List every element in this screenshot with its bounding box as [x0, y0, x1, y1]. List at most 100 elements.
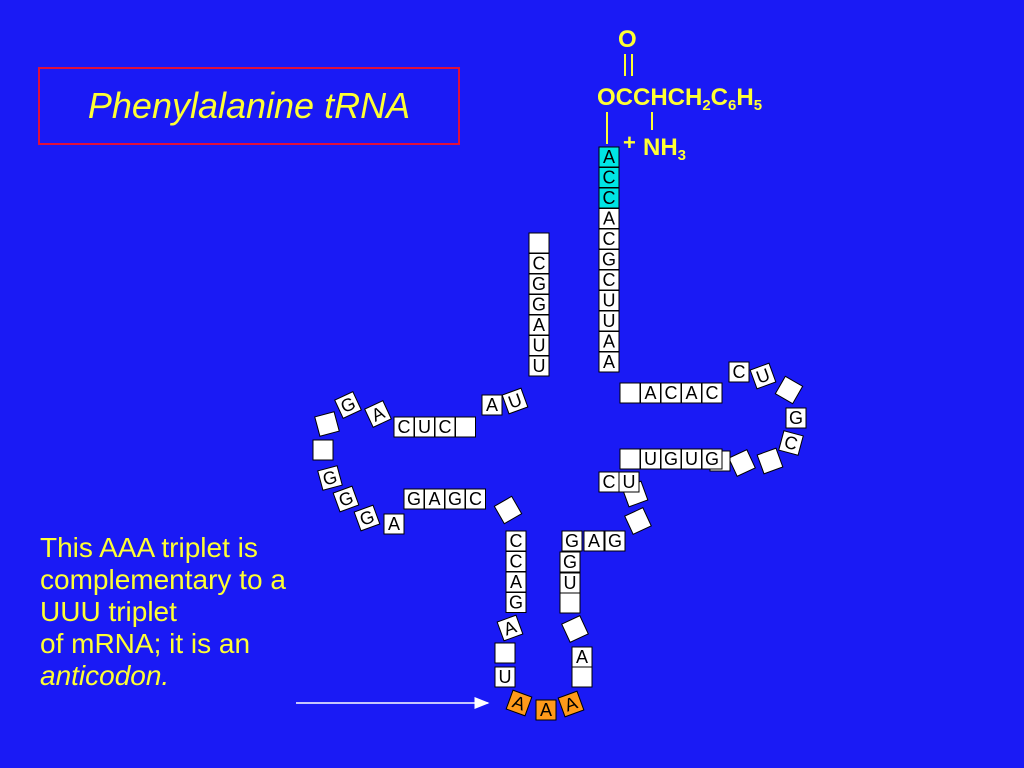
d-loop-6: G: [353, 504, 381, 532]
acceptor-3prime-3: A: [598, 208, 620, 229]
d-loop-4-box: [317, 465, 343, 491]
t-stem-b-3: U: [681, 448, 702, 470]
anticodon-stem-3-0-box: [561, 530, 583, 552]
caption-line-4: of mRNA; it is an: [40, 628, 251, 659]
acceptor-3prime-0: A: [598, 146, 620, 168]
caption-line-2: complementary to a: [40, 564, 286, 595]
t-stem-b-2-letter: G: [664, 449, 678, 469]
d-arm-top-0-letter: A: [486, 395, 498, 415]
t-loop-3-letter: G: [789, 408, 803, 428]
acceptor-3prime-10-box: [598, 351, 620, 373]
anticodon-stem-5-2: A: [505, 571, 527, 593]
acceptor-3prime-1-letter: C: [603, 168, 616, 188]
t-loop-0-box: [728, 361, 750, 383]
acceptor-3prime-4: C: [598, 228, 620, 250]
d-stem-b-3: C: [465, 488, 486, 510]
acceptor-3prime-9: A: [598, 331, 620, 352]
acceptor-5prime-6-box: [528, 355, 550, 377]
acceptor-3prime-5-letter: G: [602, 250, 616, 270]
t-loop-0: C: [728, 361, 750, 383]
caption-line-3: UUU triplet: [40, 596, 177, 627]
variable-loop-0: [624, 507, 652, 535]
d-loop-3-box: [312, 439, 334, 461]
anticodon-loop-0-box: [496, 614, 524, 642]
anticodon-stem-3-3-letter: G: [563, 552, 577, 572]
d-stem-b-2-letter: G: [448, 489, 462, 509]
acceptor-5prime-6: U: [528, 355, 550, 377]
d-stem-a-1: U: [414, 416, 435, 438]
anticodon-stem-3-4-letter: U: [564, 573, 577, 593]
d-stem-a-3: [455, 416, 476, 438]
anticodon-loop-4: A: [535, 699, 557, 721]
t-loop-2: [774, 375, 804, 405]
acceptor-3prime-2: C: [598, 187, 620, 209]
anticodon-stem-5-1: C: [505, 551, 527, 572]
variable-loop-2: C: [598, 471, 620, 493]
t-loop-4: C: [778, 430, 804, 456]
anticodon-stem-3-5: [559, 592, 581, 614]
anticodon-stem-3-0-letter: G: [565, 531, 579, 551]
anticodon-stem-3-3: G: [559, 551, 581, 573]
acceptor-5prime-6-letter: U: [533, 356, 546, 376]
t-stem-b-0: [619, 448, 641, 470]
d-loop-0-box: [334, 391, 362, 419]
d-stem-a-2: C: [434, 416, 456, 438]
t-loop-1-box: [749, 362, 777, 390]
d-loop-6-box: [353, 504, 381, 532]
d-loop-7: A: [383, 513, 405, 535]
t-loop-5-box: [756, 447, 784, 475]
anticodon-stem-3-2-letter: G: [608, 531, 622, 551]
anticodon-stem-5-3: G: [505, 592, 527, 613]
d-loop-4-letter: G: [321, 467, 340, 490]
acceptor-3prime-5: G: [598, 249, 620, 270]
anticodon-stem-3-0: G: [561, 530, 583, 552]
anticodon-caption: This AAA triplet is complementary to a U…: [40, 532, 360, 692]
d-loop-6-letter: G: [357, 506, 377, 530]
title-box: Phenylalanine tRNA: [38, 67, 460, 145]
acceptor-3prime-2-letter: C: [603, 188, 616, 208]
acceptor-3prime-7-letter: U: [603, 291, 616, 311]
d-arm-top-0: A: [481, 394, 503, 416]
anticodon-loop-4-box: [535, 699, 557, 721]
d-loop-7-letter: A: [388, 514, 400, 534]
d-loop-2-box: [314, 411, 340, 437]
acceptor-3prime-6-letter: C: [603, 270, 616, 290]
anticodon-stem-5-1-letter: C: [510, 552, 523, 572]
t-stem-b-1: U: [640, 448, 661, 470]
acceptor-3prime-10-letter: A: [603, 352, 615, 372]
d-loop-1-box: [364, 400, 392, 428]
anticodon-loop-2-letter: U: [499, 667, 512, 687]
d-arm-top-1: U: [501, 387, 529, 415]
anticodon-loop-3-box: [505, 689, 533, 717]
d-stem-b-1-letter: A: [428, 489, 440, 509]
anticodon-stem-5-0: C: [505, 530, 527, 552]
acceptor-5prime-4: A: [528, 314, 550, 336]
acceptor-3prime-9-letter: A: [603, 332, 615, 352]
acceptor-5prime-4-letter: A: [533, 315, 545, 335]
anticodon-loop-1-box: [494, 642, 516, 664]
anticodon-stem-3-2-box: [604, 530, 626, 552]
variable-loop-0-box: [624, 507, 652, 535]
acceptor-3prime-0-letter: A: [603, 147, 615, 167]
d-loop-5: G: [332, 485, 360, 513]
acceptor-5prime-2: G: [528, 273, 550, 295]
anticodon-stem-5-3-letter: G: [509, 593, 523, 613]
acceptor-5prime-1-letter: C: [533, 254, 546, 274]
anticodon-loop-6: A: [571, 646, 593, 668]
d-loop-5-letter: G: [336, 487, 356, 511]
t-stem-a-2: C: [660, 382, 682, 404]
t-stem-a-4: C: [701, 382, 723, 404]
connector-0: [493, 495, 523, 525]
t-stem-a-1-letter: A: [644, 383, 656, 403]
anticodon-stem-3-1-letter: A: [588, 531, 600, 551]
anticodon-loop-3: A: [505, 689, 533, 717]
t-stem-a-0-box: [619, 382, 641, 404]
t-loop-4-letter: C: [782, 432, 800, 455]
d-stem-a-2-letter: C: [439, 417, 452, 437]
d-arm-top-0-box: [481, 394, 503, 416]
d-loop-1: A: [364, 400, 392, 428]
t-stem-a-4-letter: C: [706, 383, 719, 403]
t-stem-b-4-letter: G: [705, 449, 719, 469]
t-stem-b-1-letter: U: [644, 449, 657, 469]
anticodon-loop-2-box: [494, 666, 516, 688]
